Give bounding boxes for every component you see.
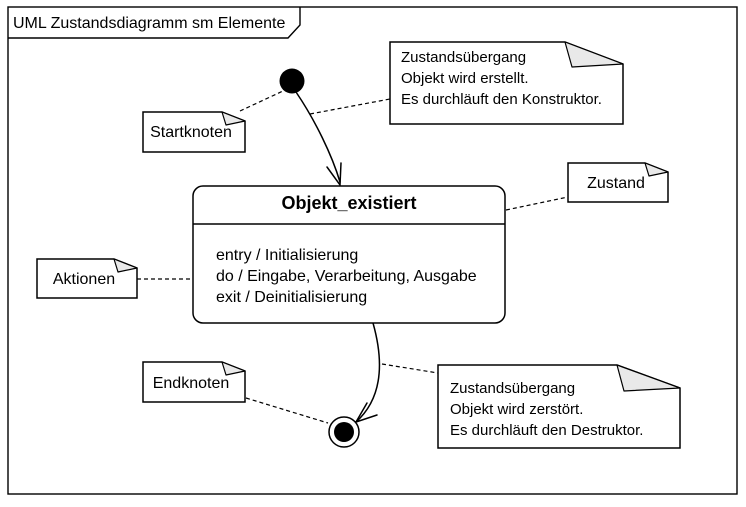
note-body — [389, 41, 624, 125]
note-fold-corner-icon — [221, 361, 246, 376]
note-line: Objekt wird erstellt. — [401, 70, 529, 87]
note-fold-corner-icon — [221, 111, 246, 126]
note-body — [142, 361, 246, 403]
note-line: Objekt wird zerstört. — [450, 401, 583, 418]
note-connector-transition-destroyed — [381, 363, 439, 374]
note-body — [36, 258, 138, 299]
transition-destroy-arrow — [355, 322, 381, 423]
note-label: Endknoten — [153, 375, 230, 392]
note-fold-corner-icon — [113, 258, 138, 273]
note-transition-destroyed: Zustandsübergang Objekt wird zerstört. E… — [437, 364, 681, 449]
state-action-entry: entry / Initialisierung — [216, 247, 358, 264]
note-label: Aktionen — [53, 271, 115, 288]
note-connector-transition-created — [309, 98, 391, 115]
state-action-exit: exit / Deinitialisierung — [216, 289, 367, 306]
state-objekt-existiert: Objekt_existiert entry / Initialisierung… — [192, 185, 506, 324]
initial-node-icon — [279, 68, 305, 94]
frame-title: UML Zustandsdiagramm sm Elemente — [13, 15, 285, 32]
note-label: Zustand — [587, 175, 645, 192]
note-body — [567, 162, 669, 203]
note-connector-endknoten — [245, 397, 329, 424]
diagram-frame — [7, 6, 738, 495]
state-shape — [192, 185, 506, 324]
note-aktionen: Aktionen — [36, 258, 138, 299]
transition-create-arrowhead-icon — [326, 162, 342, 188]
note-line: Zustandsübergang — [401, 49, 526, 66]
note-connector-startknoten — [239, 90, 284, 112]
state-title: Objekt_existiert — [281, 193, 416, 213]
note-body — [437, 364, 681, 449]
note-endknoten: Endknoten — [142, 361, 246, 403]
note-startknoten: Startknoten — [142, 111, 246, 153]
note-connector-zustand — [505, 196, 569, 211]
note-fold-corner-icon — [616, 364, 681, 392]
note-body — [142, 111, 246, 153]
note-line: Zustandsübergang — [450, 380, 575, 397]
note-fold-corner-icon — [644, 162, 669, 177]
note-fold-corner-icon — [564, 41, 624, 68]
note-transition-created: Zustandsübergang Objekt wird erstellt. E… — [389, 41, 624, 125]
note-zustand: Zustand — [567, 162, 669, 203]
transition-create-arrow — [295, 91, 341, 183]
final-node-core — [334, 422, 354, 442]
note-line: Es durchläuft den Destruktor. — [450, 422, 643, 439]
state-action-do: do / Eingabe, Verarbeitung, Ausgabe — [216, 268, 477, 285]
note-line: Es durchläuft den Konstruktor. — [401, 91, 602, 108]
frame-title-tab — [8, 7, 301, 39]
final-node-icon — [328, 416, 360, 448]
note-label: Startknoten — [150, 124, 232, 141]
